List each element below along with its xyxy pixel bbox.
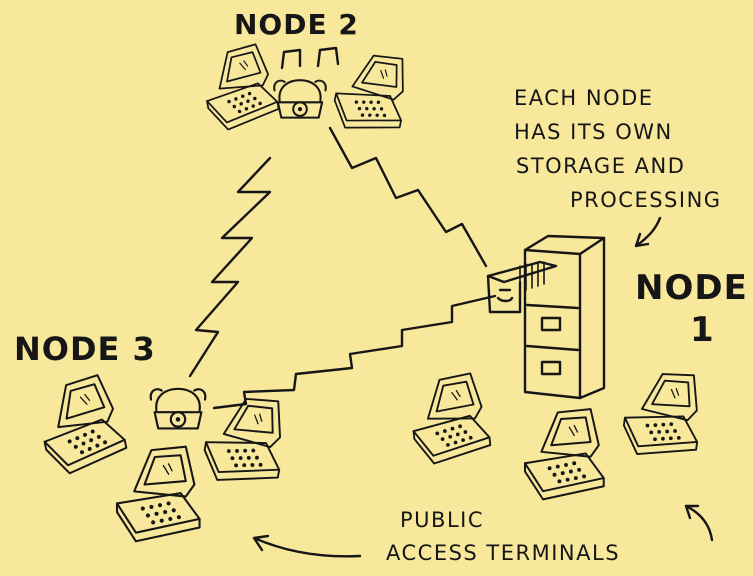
computer-terminal-icon [197,41,282,134]
link-node2-node1 [328,126,488,268]
node-1-number: 1 [690,310,715,350]
note-line: PUBLIC [400,508,484,532]
storage-callout-arrow [634,216,662,248]
node-1-cluster [407,234,708,501]
computer-terminal-icon [328,45,415,140]
chair-icon [280,48,302,70]
note-line: ACCESS TERMINALS [386,541,621,565]
node-2-cluster [197,41,415,140]
note-line: EACH NODE [514,86,654,110]
file-cabinet-icon [486,234,606,400]
telephone-icon [273,79,327,119]
terminals-arrow-right [684,504,714,542]
node-1-label: NODE [635,268,748,308]
computer-terminal-icon [407,371,493,467]
note-line: HAS ITS OWN [514,120,673,144]
note-line: STORAGE AND [516,154,686,178]
computer-terminal-icon [32,371,131,479]
computer-terminal-icon [115,445,201,543]
node-2-label: NODE 2 [234,8,359,41]
telephone-icon [149,387,207,430]
link-node1-node3 [212,294,497,410]
link-node2-node3 [188,156,272,378]
computer-terminal-icon [524,408,605,501]
terminals-arrow-left [252,534,362,558]
node-3-cluster [32,371,292,543]
computer-terminal-icon [619,365,708,464]
note-line: PROCESSING [570,188,722,212]
node-3-label: NODE 3 [14,330,156,368]
chair-icon [316,46,340,68]
